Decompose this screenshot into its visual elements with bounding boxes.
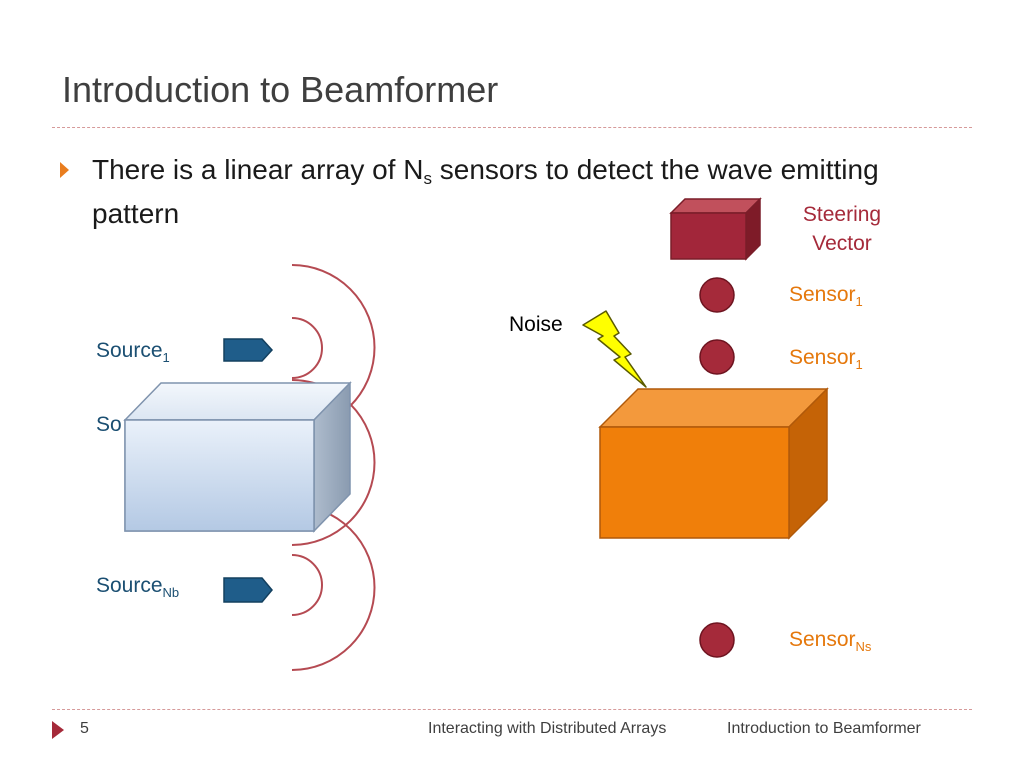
source-1-arrow-icon	[223, 338, 274, 362]
source-nb-label: SourceNb	[96, 574, 180, 600]
bullet-text: There is a linear array of Ns sensors to…	[60, 148, 920, 236]
footer-arrow-icon	[52, 721, 64, 739]
bullet-arrow-icon	[60, 162, 69, 178]
steering-vector-box	[669, 197, 762, 261]
sensor-1-label: Sensor1	[789, 283, 863, 309]
sensor-ns-label: SensorNs	[789, 628, 872, 654]
sensor-ns-dot	[699, 622, 735, 658]
wave-arc	[291, 554, 323, 616]
sensor-2-dot	[699, 339, 735, 375]
source-1-label: Source1	[96, 339, 170, 365]
title-divider	[52, 127, 972, 128]
sensor-2-label: Sensor1	[789, 346, 863, 372]
page-number: 5	[80, 720, 89, 737]
bullet-text-after: sensors to detect the wave emitting patt…	[92, 154, 879, 229]
footer-left-text: Interacting with Distributed Arrays	[428, 720, 667, 737]
source-nb-arrow-icon	[223, 577, 273, 603]
steering-vector-label: Steering Vector	[802, 203, 882, 255]
bullet-text-before: There is a linear array of N	[92, 154, 424, 185]
bullet-subscript: s	[423, 169, 432, 188]
footer-right-text: Introduction to Beamformer	[727, 720, 921, 737]
source-2-label: So	[96, 413, 122, 436]
footer-divider	[52, 709, 972, 710]
processor-box	[598, 387, 829, 540]
noise-label: Noise	[509, 313, 563, 336]
noise-lightning-icon	[582, 310, 647, 388]
bullet-point: There is a linear array of Ns sensors to…	[60, 148, 920, 236]
sensor-1-dot	[699, 277, 735, 313]
slide-title: Introduction to Beamformer	[62, 69, 499, 110]
wave-arc	[291, 317, 323, 379]
